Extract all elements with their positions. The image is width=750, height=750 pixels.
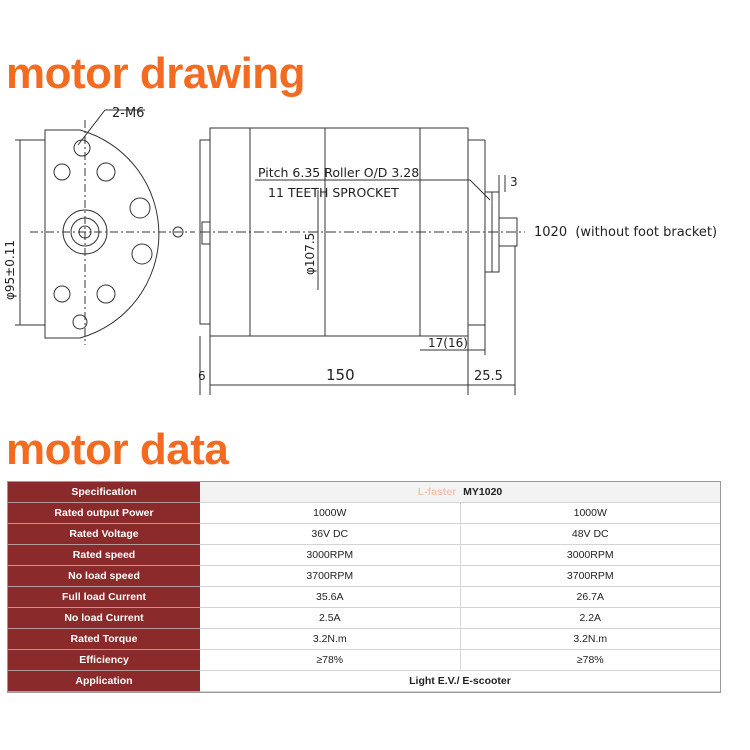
row-label: No load speed	[8, 565, 200, 587]
value-48v: 3000RPM	[460, 544, 720, 566]
value-36v: 3700RPM	[200, 565, 461, 587]
value-36v: 3000RPM	[200, 544, 461, 566]
row-label: Rated output Power	[8, 502, 200, 524]
row-label: Efficiency	[8, 649, 200, 671]
sprocket-spec-line2: 11 TEETH SPROCKET	[268, 185, 399, 200]
header-model-cell: L-faster MY1020	[200, 482, 720, 503]
table-row: Rated output Power 1000W 1000W	[8, 502, 720, 524]
diameter-107-label: φ107.5	[303, 233, 317, 275]
row-label: Full load Current	[8, 586, 200, 608]
table-row: Rated Torque 3.2N.m 3.2N.m	[8, 628, 720, 650]
value-48v: 26.7A	[460, 586, 720, 608]
table-row: Rated Voltage 36V DC 48V DC	[8, 523, 720, 545]
dim-150: 150	[326, 366, 355, 384]
spec-table: Specification L-faster MY1020 Rated outp…	[8, 482, 720, 692]
table-row: No load Current 2.5A 2.2A	[8, 607, 720, 629]
row-label: No load Current	[8, 607, 200, 629]
model-note: 1020 (without foot bracket)	[534, 225, 717, 240]
row-label: Rated Voltage	[8, 523, 200, 545]
application-label: Application	[8, 670, 200, 692]
diameter-95-label: φ95±0.11	[3, 240, 17, 300]
table-header-row: Specification L-faster MY1020	[8, 482, 720, 503]
value-48v: 1000W	[460, 502, 720, 524]
value-36v: 2.5A	[200, 607, 461, 629]
value-36v: 1000W	[200, 502, 461, 524]
value-48v: ≥78%	[460, 649, 720, 671]
value-36v: ≥78%	[200, 649, 461, 671]
motor-data-heading: motor data	[6, 425, 229, 474]
header-label: Specification	[8, 482, 200, 503]
row-label: Rated Torque	[8, 628, 200, 650]
application-row: Application Light E.V./ E-scooter	[8, 670, 720, 692]
value-36v: 35.6A	[200, 586, 461, 608]
bolt-holes	[53, 139, 184, 330]
table-row: Efficiency ≥78% ≥78%	[8, 649, 720, 671]
dim-6: 6	[198, 369, 206, 383]
bolt-label: 2-M6	[112, 106, 144, 121]
table-row: Rated speed 3000RPM 3000RPM	[8, 544, 720, 566]
dim-17: 17(16)	[428, 336, 468, 350]
model-number: MY1020	[463, 486, 503, 498]
motor-technical-drawing: 2-M6 φ95±0.11 φ107.5 Pitch 6.35 Roller O…	[3, 106, 717, 395]
value-36v: 3.2N.m	[200, 628, 461, 650]
value-48v: 48V DC	[460, 523, 720, 545]
dim-25: 25.5	[474, 369, 503, 384]
value-48v: 2.2A	[460, 607, 720, 629]
table-row: Full load Current 35.6A 26.7A	[8, 586, 720, 608]
sprocket-spec-line1: Pitch 6.35 Roller O/D 3.28	[258, 165, 419, 180]
value-48v: 3.2N.m	[460, 628, 720, 650]
value-36v: 36V DC	[200, 523, 461, 545]
table-row: No load speed 3700RPM 3700RPM	[8, 565, 720, 587]
value-48v: 3700RPM	[460, 565, 720, 587]
application-value: Light E.V./ E-scooter	[200, 670, 720, 692]
front-flange-outline	[44, 129, 160, 339]
dim-3: 3	[510, 175, 518, 189]
motor-drawing-heading: motor drawing	[6, 49, 306, 98]
row-label: Rated speed	[8, 544, 200, 566]
brand-watermark: L-faster	[417, 486, 457, 498]
